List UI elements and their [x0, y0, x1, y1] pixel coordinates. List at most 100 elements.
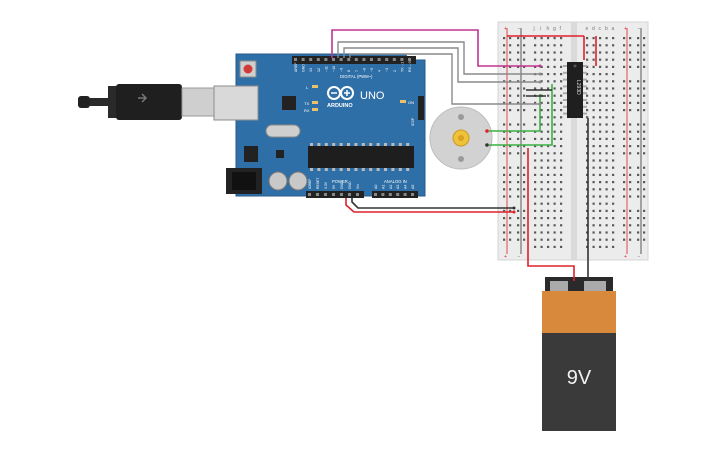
rail-hole[interactable] — [637, 231, 640, 234]
power-pin[interactable] — [348, 193, 351, 196]
breadboard-hole[interactable] — [612, 37, 615, 40]
breadboard-hole[interactable] — [612, 101, 615, 104]
breadboard-hole[interactable] — [540, 209, 543, 212]
breadboard-hole[interactable] — [612, 44, 615, 47]
breadboard-hole[interactable] — [534, 116, 537, 119]
rail-hole[interactable] — [503, 173, 506, 176]
rail-hole[interactable] — [643, 188, 646, 191]
rail-hole[interactable] — [523, 94, 526, 97]
breadboard-hole[interactable] — [553, 94, 556, 97]
breadboard-hole[interactable] — [560, 152, 563, 155]
rail-hole[interactable] — [517, 188, 520, 191]
breadboard-hole[interactable] — [547, 44, 550, 47]
breadboard-hole[interactable] — [605, 87, 608, 90]
breadboard-hole[interactable] — [534, 245, 537, 248]
power-pin[interactable] — [308, 193, 311, 196]
breadboard-hole[interactable] — [592, 217, 595, 220]
rail-hole[interactable] — [643, 209, 646, 212]
rail-hole[interactable] — [509, 137, 512, 140]
rail-hole[interactable] — [523, 181, 526, 184]
breadboard-hole[interactable] — [599, 145, 602, 148]
header-pin[interactable] — [377, 58, 381, 61]
breadboard-hole[interactable] — [599, 224, 602, 227]
rail-hole[interactable] — [643, 87, 646, 90]
rail-hole[interactable] — [637, 173, 640, 176]
breadboard-hole[interactable] — [586, 217, 589, 220]
rail-hole[interactable] — [517, 37, 520, 40]
breadboard-hole[interactable] — [605, 217, 608, 220]
rail-hole[interactable] — [509, 58, 512, 61]
breadboard-hole[interactable] — [560, 80, 563, 83]
breadboard-hole[interactable] — [553, 195, 556, 198]
rail-hole[interactable] — [509, 94, 512, 97]
breadboard-hole[interactable] — [599, 80, 602, 83]
rail-hole[interactable] — [503, 109, 506, 112]
breadboard-hole[interactable] — [560, 58, 563, 61]
analog-pin[interactable] — [411, 193, 414, 196]
breadboard-hole[interactable] — [547, 101, 550, 104]
rail-hole[interactable] — [623, 188, 626, 191]
breadboard-hole[interactable] — [534, 101, 537, 104]
breadboard-hole[interactable] — [540, 116, 543, 119]
breadboard-hole[interactable] — [560, 51, 563, 54]
breadboard-holes[interactable] — [503, 37, 646, 248]
breadboard-hole[interactable] — [612, 130, 615, 133]
rail-hole[interactable] — [523, 109, 526, 112]
breadboard-hole[interactable] — [605, 195, 608, 198]
breadboard-hole[interactable] — [553, 209, 556, 212]
rail-hole[interactable] — [643, 37, 646, 40]
breadboard-hole[interactable] — [540, 245, 543, 248]
breadboard-hole[interactable] — [612, 137, 615, 140]
breadboard-hole[interactable] — [592, 65, 595, 68]
breadboard-hole[interactable] — [547, 209, 550, 212]
rail-hole[interactable] — [637, 94, 640, 97]
rail-hole[interactable] — [623, 152, 626, 155]
rail-hole[interactable] — [637, 101, 640, 104]
breadboard-hole[interactable] — [599, 181, 602, 184]
breadboard-hole[interactable] — [534, 166, 537, 169]
breadboard-hole[interactable] — [592, 195, 595, 198]
breadboard-hole[interactable] — [612, 188, 615, 191]
analog-pin[interactable] — [374, 193, 377, 196]
breadboard-hole[interactable] — [599, 137, 602, 140]
breadboard-hole[interactable] — [534, 109, 537, 112]
breadboard-hole[interactable] — [592, 159, 595, 162]
breadboard-hole[interactable] — [599, 58, 602, 61]
breadboard-hole[interactable] — [592, 94, 595, 97]
breadboard-hole[interactable] — [560, 159, 563, 162]
breadboard-hole[interactable] — [540, 217, 543, 220]
breadboard-hole[interactable] — [547, 80, 550, 83]
breadboard-hole[interactable] — [540, 87, 543, 90]
breadboard-hole[interactable] — [540, 73, 543, 76]
power-pin[interactable] — [324, 193, 327, 196]
breadboard-hole[interactable] — [534, 51, 537, 54]
breadboard-hole[interactable] — [586, 166, 589, 169]
breadboard-hole[interactable] — [599, 116, 602, 119]
breadboard-hole[interactable] — [547, 245, 550, 248]
rail-hole[interactable] — [637, 145, 640, 148]
rail-hole[interactable] — [623, 58, 626, 61]
rail-hole[interactable] — [637, 109, 640, 112]
rail-hole[interactable] — [643, 217, 646, 220]
rail-hole[interactable] — [517, 195, 520, 198]
rail-hole[interactable] — [629, 145, 632, 148]
breadboard-hole[interactable] — [547, 152, 550, 155]
breadboard-hole[interactable] — [592, 166, 595, 169]
breadboard-hole[interactable] — [605, 109, 608, 112]
breadboard-hole[interactable] — [553, 231, 556, 234]
rail-hole[interactable] — [637, 166, 640, 169]
wire-magenta[interactable] — [331, 29, 540, 67]
breadboard-hole[interactable] — [605, 58, 608, 61]
breadboard-hole[interactable] — [605, 116, 608, 119]
breadboard-hole[interactable] — [547, 116, 550, 119]
breadboard-hole[interactable] — [547, 37, 550, 40]
breadboard-hole[interactable] — [547, 73, 550, 76]
breadboard-hole[interactable] — [534, 80, 537, 83]
breadboard-hole[interactable] — [592, 87, 595, 90]
rail-hole[interactable] — [629, 238, 632, 241]
rail-hole[interactable] — [509, 209, 512, 212]
breadboard-hole[interactable] — [605, 51, 608, 54]
rail-hole[interactable] — [637, 195, 640, 198]
rail-hole[interactable] — [509, 80, 512, 83]
breadboard-hole[interactable] — [553, 145, 556, 148]
